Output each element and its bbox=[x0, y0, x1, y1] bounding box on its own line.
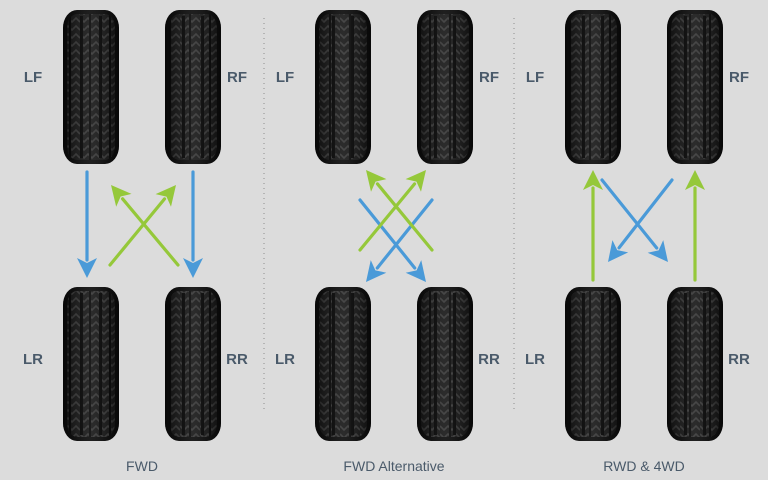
tire-position-label-rr: RR bbox=[226, 351, 248, 368]
rotation-panel: LF RF LR RR RWD & 4WD bbox=[525, 10, 750, 474]
arrow-icon bbox=[583, 170, 603, 282]
arrow-icon bbox=[183, 170, 203, 278]
arrow-icon bbox=[108, 185, 176, 267]
tire-position-label-rf: RF bbox=[227, 69, 247, 86]
tire-position-label-lf: LF bbox=[526, 69, 544, 86]
tire-icon bbox=[315, 287, 371, 441]
tire-icon bbox=[417, 10, 473, 164]
tire-position-label-rf: RF bbox=[479, 69, 499, 86]
panel-title: FWD bbox=[126, 458, 158, 474]
tire-position-label-lr: LR bbox=[23, 351, 43, 368]
tire-icon bbox=[565, 287, 621, 441]
arrow-icon bbox=[608, 178, 674, 262]
tire-icon bbox=[315, 10, 371, 164]
arrow-icon bbox=[358, 198, 426, 282]
panel-title: FWD Alternative bbox=[343, 458, 444, 474]
arrow-icon bbox=[366, 198, 434, 282]
panel-title: RWD & 4WD bbox=[603, 458, 684, 474]
tire-position-label-rf: RF bbox=[729, 69, 749, 86]
rotation-panel: LF RF LR RR FWD Alternative bbox=[275, 10, 500, 474]
tire-position-label-lf: LF bbox=[24, 69, 42, 86]
tire-icon bbox=[63, 287, 119, 441]
tire-icon bbox=[667, 10, 723, 164]
panel-dividers bbox=[263, 18, 515, 410]
tire-position-label-rr: RR bbox=[478, 351, 500, 368]
arrow-icon bbox=[600, 178, 668, 262]
arrow-icon bbox=[358, 170, 426, 252]
arrow-icon bbox=[111, 185, 180, 267]
rotation-arrows bbox=[583, 170, 705, 282]
arrow-icon bbox=[366, 170, 434, 252]
tire-icon bbox=[165, 10, 221, 164]
arrow-icon bbox=[685, 170, 705, 282]
tire-icon bbox=[417, 287, 473, 441]
tire-icon bbox=[165, 287, 221, 441]
arrow-icon bbox=[77, 170, 97, 278]
tire-position-label-lf: LF bbox=[276, 69, 294, 86]
rotation-arrows bbox=[358, 170, 434, 282]
tire-position-label-lr: LR bbox=[275, 351, 295, 368]
tire-icon bbox=[565, 10, 621, 164]
rotation-panel: LF RF LR RR FWD bbox=[23, 10, 248, 474]
rotation-arrows bbox=[77, 170, 203, 278]
tire-icon bbox=[667, 287, 723, 441]
tire-position-label-lr: LR bbox=[525, 351, 545, 368]
tire-position-label-rr: RR bbox=[728, 351, 750, 368]
tire-icon bbox=[63, 10, 119, 164]
